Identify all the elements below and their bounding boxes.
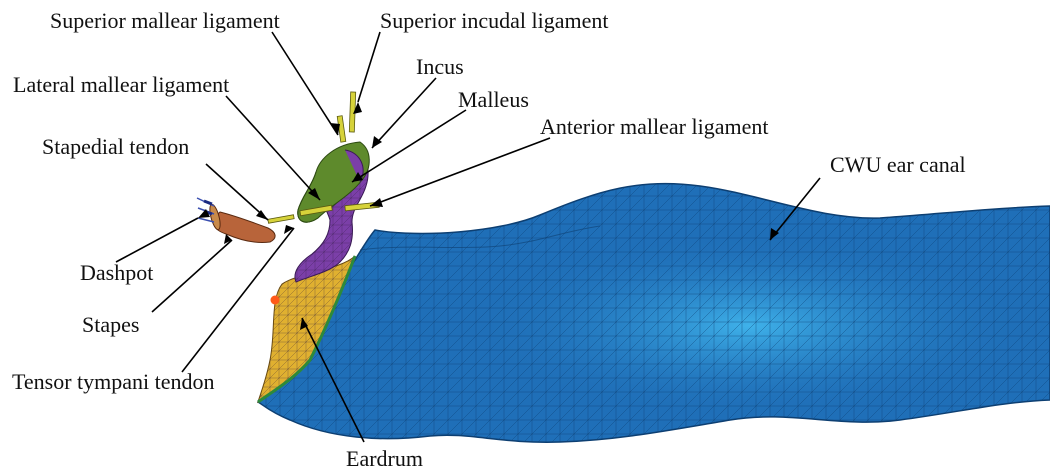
arrowhead xyxy=(370,198,383,207)
tensor-tympani-marker xyxy=(271,296,280,305)
ear-canal-mesh xyxy=(258,184,1050,443)
label-tensor-tympani-tendon: Tensor tympani tendon xyxy=(12,369,215,394)
arrowhead xyxy=(330,123,340,135)
lateral-mallear-ligament-leader xyxy=(226,96,320,200)
stapes xyxy=(208,203,275,242)
label-stapes: Stapes xyxy=(82,312,139,337)
label-dashpot: Dashpot xyxy=(80,260,153,285)
label-lateral-mallear-ligament: Lateral mallear ligament xyxy=(13,72,229,97)
label-malleus: Malleus xyxy=(458,87,529,112)
label-stapedial-tendon: Stapedial tendon xyxy=(42,134,189,159)
dashpot-leader xyxy=(116,218,198,262)
label-superior-mallear-ligament: Superior mallear ligament xyxy=(50,8,280,33)
superior-incudal-ligament-leader xyxy=(358,32,380,102)
superior-mallear-ligament-leader xyxy=(272,32,338,135)
label-anterior-mallear-ligament: Anterior mallear ligament xyxy=(540,114,768,139)
label-eardrum: Eardrum xyxy=(346,446,423,471)
stapes-leader xyxy=(152,240,232,312)
anterior-mallear-ligament-leader xyxy=(370,138,550,206)
label-cwu-ear-canal: CWU ear canal xyxy=(830,152,966,177)
stapedial-tendon xyxy=(268,215,294,223)
malleus-leader xyxy=(352,110,466,182)
incus-leader xyxy=(372,78,436,148)
label-incus: Incus xyxy=(416,54,464,79)
label-superior-incudal-ligament: Superior incudal ligament xyxy=(380,8,609,33)
